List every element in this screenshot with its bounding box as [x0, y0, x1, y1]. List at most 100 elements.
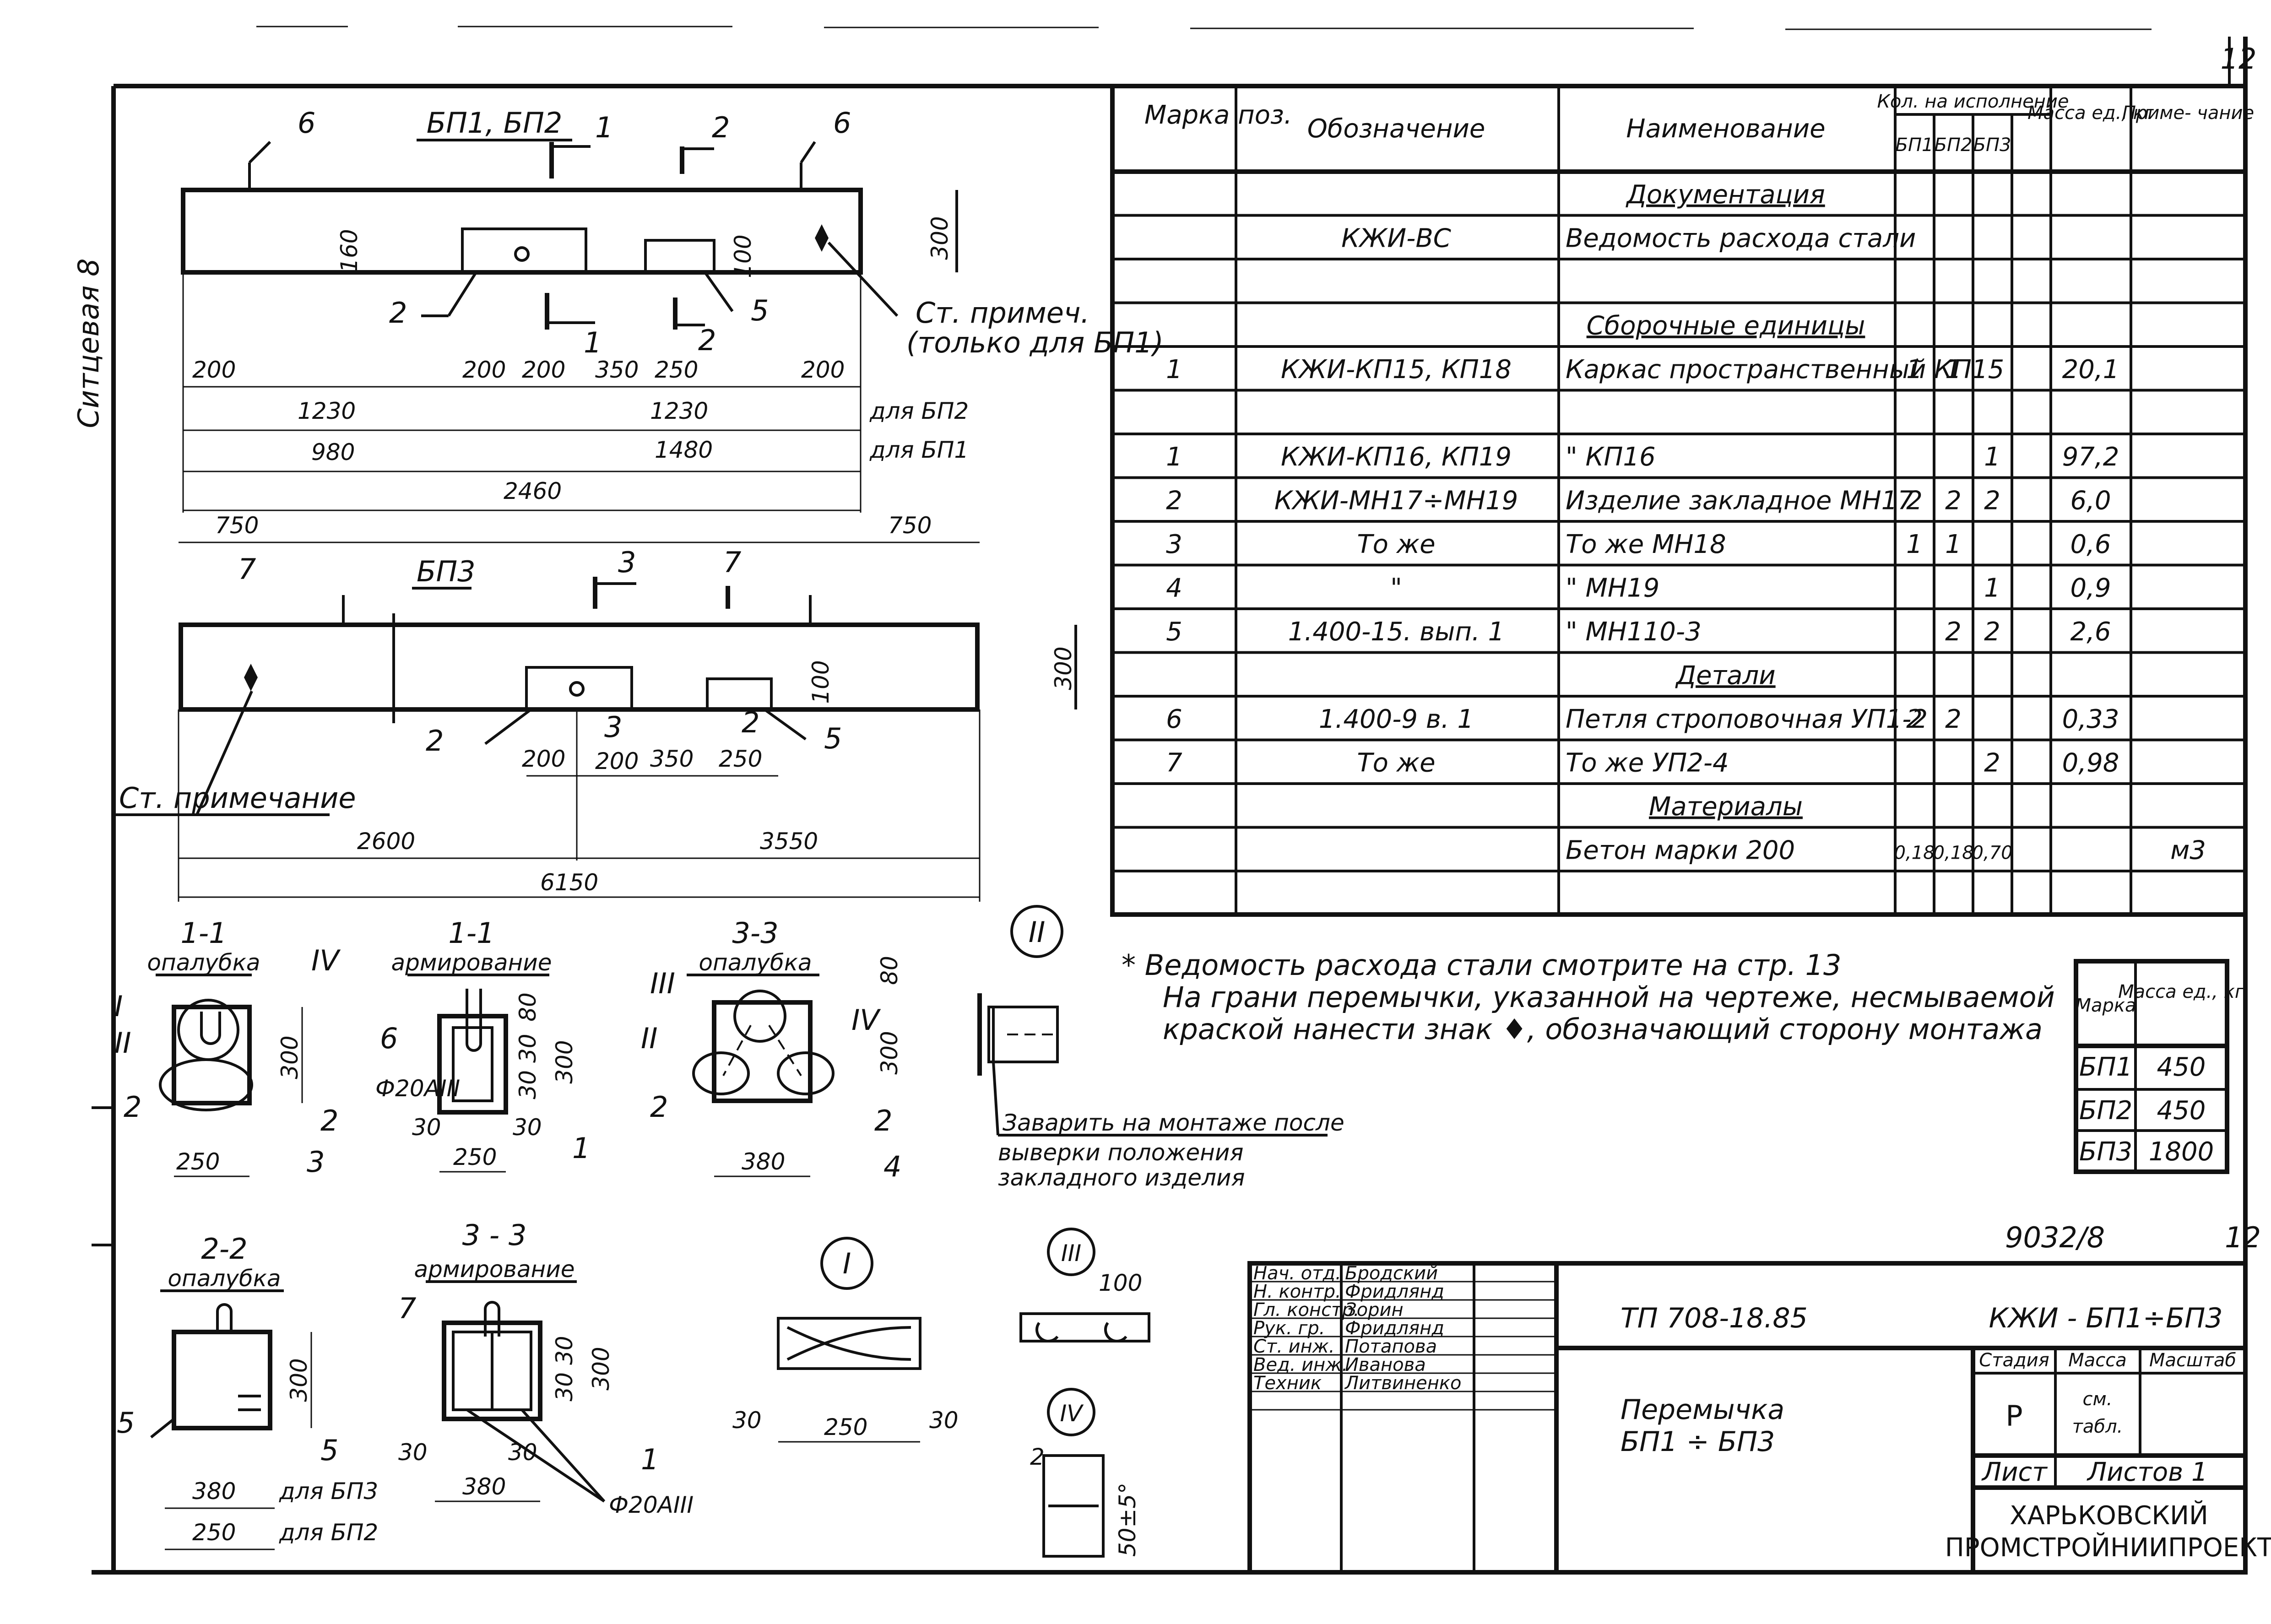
tb-role: Н. контр. [1253, 1281, 1341, 1302]
dim-1230b: 1230 [650, 398, 708, 424]
spec-cell-note: м3 [2170, 835, 2206, 865]
s33b-rebar: Ф20АIII [609, 1492, 694, 1518]
view-bp3: 750 750 7 БП3 7 3 300 100 2 5 3 2 200 20… [114, 512, 1077, 902]
note-line-1: * Ведомость расхода стали смотрите на ст… [1122, 948, 1841, 982]
section-3-3-formwork: 3-3 опалубка III II IV 80 300 2 2 4 380 [641, 916, 903, 1183]
dim-1480: 1480 [655, 437, 713, 463]
spec-cell-designation: " [1390, 573, 1402, 603]
spec-cell-mark: 4 [1166, 573, 1182, 603]
s11b-d30: 30 [412, 1114, 441, 1141]
weld-note-1: Заварить на монтаже после [1003, 1110, 1344, 1136]
s11a-sub: опалубка [147, 949, 260, 976]
mass-row-2-value: 450 [2157, 1096, 2206, 1126]
spec-row: Детали [1675, 660, 1775, 690]
detail-III-d100: 100 [1099, 1270, 1142, 1296]
spec-cell-mark: 5 [1166, 617, 1182, 647]
spec-cell-designation: 1.400-9 в. 1 [1319, 704, 1474, 734]
s33b-d380: 380 [462, 1473, 506, 1500]
s33a-sub: опалубка [699, 949, 812, 976]
spec-cell-designation: КЖИ-ВС [1341, 223, 1451, 253]
pos-5b-label: 5 [824, 722, 842, 755]
section-1-1-formwork: 1-1 опалубка I II IV 300 2 2 3 250 [114, 916, 341, 1179]
spec-cell-name: " МН110-3 [1566, 617, 1702, 647]
spec-cell-name: Каркас пространственный КП15 [1566, 355, 2004, 384]
dim-bp3-h100: 100 [808, 660, 834, 704]
cut-3-bottom: 3 [604, 710, 622, 744]
scale-label: Масштаб [2149, 1350, 2236, 1371]
spec-cell-mass: 0,98 [2062, 748, 2119, 778]
spec-cell-qty-bp3: 1 [1984, 573, 2000, 603]
s11a-title: 1-1 [180, 916, 227, 950]
spec-cell-name: То же УП2-4 [1566, 748, 1729, 778]
detail-I-label: I [843, 1247, 851, 1280]
tb-role: Гл. констр. [1253, 1299, 1359, 1321]
spec-row: КЖИ-ВС Ведомость расхода стали [1341, 223, 1916, 253]
spec-cell-mass: 0,33 [2062, 704, 2119, 734]
s22-d380: 380 [192, 1478, 236, 1505]
notes-block: * Ведомость расхода стали смотрите на ст… [1122, 948, 2055, 1046]
spec-cell-mark: 1 [1166, 355, 1182, 384]
hdr-bp3: БП3 [1973, 135, 2011, 156]
spec-cell-mass: 2,6 [2070, 617, 2111, 647]
detail-I-d250: 250 [824, 1414, 867, 1440]
spec-cell-designation: КЖИ-МН17÷МН19 [1274, 486, 1518, 515]
s33b-title: 3 - 3 [462, 1218, 527, 1252]
spec-cell-designation: То же [1357, 530, 1435, 559]
mass-row-1-mark: БП1 [2079, 1052, 2132, 1082]
detail-I: I 250 30 30 [732, 1237, 959, 1443]
title-line-1: Перемычка [1621, 1394, 1784, 1426]
stage-value: Р [2005, 1399, 2022, 1433]
details-III-IV: III 100 IV 2 50±5° [1019, 1228, 1150, 1558]
s11b-d3030: 30 30 [515, 1034, 541, 1099]
detail-III-label: III [1061, 1240, 1081, 1267]
s33b-pos-1: 1 [641, 1443, 659, 1476]
s33b-d300: 300 [588, 1347, 614, 1390]
dim-bp3-350: 350 [650, 746, 694, 772]
cut-2-bottom: 2 [698, 324, 716, 357]
spec-cell-designation: 1.400-15. вып. 1 [1288, 617, 1504, 647]
pos-2-label: 2 [389, 296, 407, 330]
dim-200c: 200 [522, 357, 565, 383]
s33b-pos-7: 7 [398, 1292, 416, 1325]
sheet-frame [92, 37, 2248, 1575]
spec-cell-qty-bp2: 1 [1945, 355, 1962, 384]
mass-hdr-mark: Марка [2075, 995, 2136, 1016]
note-ref-1b: (только для БП1) [906, 326, 1164, 359]
tb-role: Вед. инж. [1253, 1354, 1348, 1375]
spec-cell-mass: 97,2 [2062, 442, 2119, 472]
spec-cell-name: То же МН18 [1566, 530, 1726, 559]
s11b-pos-1: 1 [572, 1131, 590, 1165]
spec-cell-name: Ведомость расхода стали [1566, 223, 1916, 253]
spec-cell-qty-bp1: 1 [1906, 530, 1923, 559]
weld-note-2: выверки положения [998, 1139, 1243, 1166]
side-stamp: Ситцевая 8 [72, 258, 105, 428]
s33a-roman-4: IV [851, 1003, 881, 1037]
cut-1-bottom: 1 [584, 326, 602, 359]
hdr-mark: Марка поз. [1144, 100, 1292, 130]
stage-label: Стадия [1979, 1350, 2049, 1371]
s33a-d380: 380 [742, 1148, 785, 1175]
dim-h160: 160 [336, 229, 363, 272]
s11a-roman-2: II [114, 1026, 131, 1060]
s22-pos-5: 5 [117, 1406, 135, 1440]
dim-250: 250 [655, 357, 698, 383]
s22-sub: опалубка [168, 1265, 281, 1292]
hdr-bp2: БП2 [1935, 135, 1973, 156]
spec-cell-name: Бетон марки 200 [1566, 835, 1795, 865]
tb-name: Потапова [1345, 1336, 1437, 1357]
dim-200d: 200 [801, 357, 845, 383]
view1-title: БП1, БП2 [427, 106, 563, 140]
dim-980: 980 [311, 439, 355, 466]
spec-row: Материалы [1649, 792, 1803, 822]
tb-name: Бродский [1345, 1263, 1438, 1284]
dim-750b: 750 [888, 512, 932, 539]
s33a-title: 3-3 [732, 916, 778, 950]
pos-2b-label: 2 [426, 724, 444, 758]
s33b-sub: армирование [414, 1256, 575, 1283]
view2-title: БП3 [417, 555, 476, 588]
hdr-mass: Масса ед., кг [2027, 103, 2154, 124]
spec-cell-mass: 6,0 [2070, 486, 2111, 515]
spec-cell-qty-bp1: 2 [1906, 486, 1923, 515]
